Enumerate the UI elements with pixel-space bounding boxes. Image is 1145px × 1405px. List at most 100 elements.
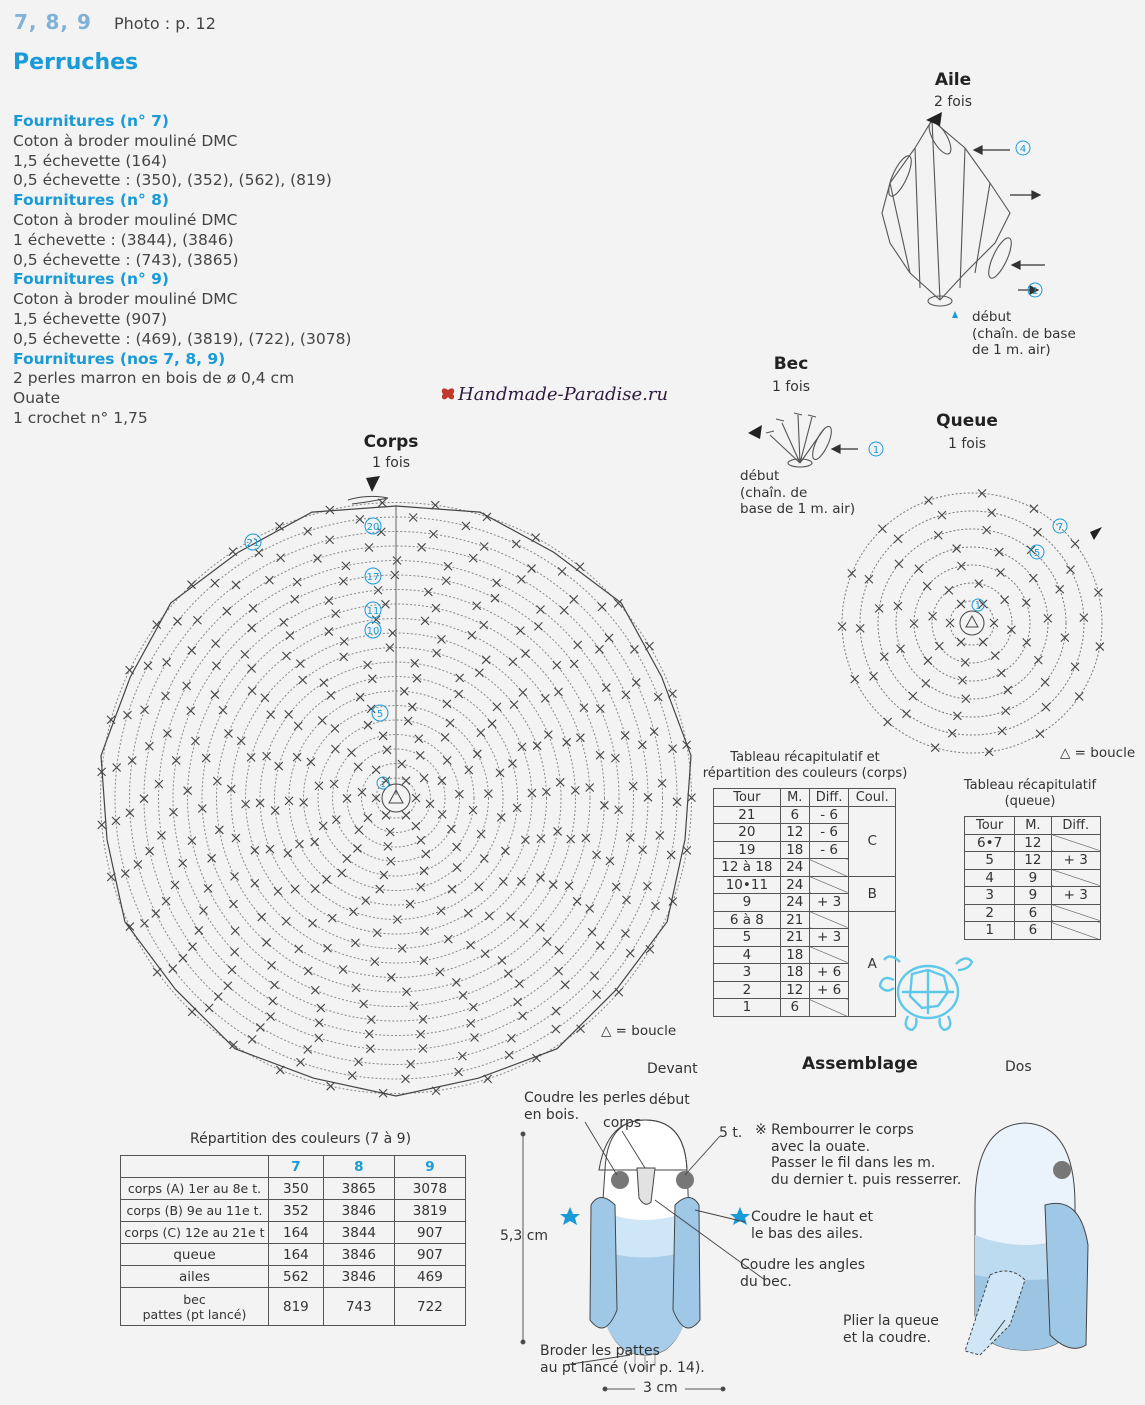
height-dimension: 5,3 cm [500, 1228, 549, 1244]
note-line: Passer le fil dans les m. [771, 1155, 936, 1171]
tail-round-label: 1 [975, 602, 981, 612]
photo-reference: Photo : p. 12 [114, 14, 216, 33]
note-line: début [972, 309, 1012, 325]
color-group-a: A [848, 910, 896, 1017]
supplies-line: 0,5 échevette : (743), (3865) [13, 250, 239, 269]
supplies-line: 0,5 échevette : (350), (352), (562), (81… [13, 171, 332, 190]
butterfly-icon [441, 388, 455, 400]
note-line: au pt lancé (voir p. 14). [540, 1360, 705, 1376]
supplies-line: Ouate [13, 389, 61, 408]
wing-title: Aile [934, 70, 972, 90]
watermark-text: Handmade-Paradise.ru [458, 384, 669, 405]
header-cell: Diff. [1050, 816, 1102, 835]
front-view-illustration [520, 1119, 766, 1392]
caption-line: répartition des couleurs (corps) [702, 766, 908, 781]
body-round-label: 21 [247, 538, 260, 549]
tail-loop-note: △ = boucle [1060, 745, 1136, 761]
note-line: base de 1 m. air) [740, 501, 856, 517]
front-label: Devant [647, 1061, 698, 1077]
body-diagram: 21 20 17 11 10 5 1 [97, 476, 696, 1098]
width-dimension: 3 cm [643, 1380, 678, 1396]
beak-diagram: 1 [748, 412, 884, 468]
note-line: Broder les pattes [540, 1343, 660, 1359]
note-line: avec la ouate. [771, 1138, 871, 1155]
beak-start-note: début (chaîn. de base de 1 m. air) [740, 468, 855, 518]
page-title: Perruches [13, 50, 139, 75]
body-round-label: 1 [380, 780, 385, 789]
wing-start-note: début (chaîn. de base de 1 m. air) [972, 309, 1076, 359]
note-beak: Coudre les angles du bec. [740, 1257, 865, 1291]
note-line: Plier la queue [843, 1313, 939, 1329]
note-stitches: 5 t. [719, 1125, 743, 1141]
note-line: (chaîn. de [740, 484, 808, 501]
body-round-label: 11 [367, 606, 380, 617]
header-cell: Tour [713, 788, 781, 807]
back-label: Dos [1005, 1059, 1032, 1075]
supplies-line: 1,5 échevette (164) [13, 151, 168, 170]
tail-title: Queue [936, 411, 998, 431]
body-round-label: 17 [367, 572, 380, 583]
note-line: du dernier t. puis resserrer. [771, 1171, 962, 1188]
wing-round-label: 1 [1032, 286, 1038, 297]
body-table-caption: Tableau récapitulatif et répartition des… [690, 750, 920, 782]
header-cell: 7 [268, 1155, 324, 1178]
beak-round-label: 1 [873, 445, 879, 456]
caption-line: Tableau récapitulatif [963, 778, 1097, 793]
body-round-label: 20 [367, 522, 380, 533]
header-cell: 8 [322, 1155, 395, 1178]
color-table-caption: Répartition des couleurs (7 à 9) [190, 1131, 412, 1147]
pattern-numbers: 7, 8, 9 [14, 10, 92, 34]
tail-diagram: 7 5 1 [837, 489, 1105, 757]
supplies-line: 2 perles marron en bois de ø 0,4 cm [13, 369, 295, 388]
tail-round-label: 7 [1057, 522, 1063, 533]
beak-title: Bec [773, 354, 809, 374]
note-line: Coudre les perles [524, 1090, 646, 1106]
note-wings: Coudre le haut et le bas des ailes. [751, 1209, 873, 1243]
note-feet: Broder les pattes au pt lancé (voir p. 1… [540, 1343, 705, 1377]
back-view-illustration [964, 1122, 1089, 1356]
supplies-line: 0,5 échevette : (469), (3819), (722), (3… [13, 329, 352, 348]
note-line: Coudre les angles [740, 1257, 865, 1273]
body-loop-note: △ = boucle [601, 1023, 677, 1039]
note-beads: Coudre les perles en bois. [524, 1090, 646, 1124]
supplies-line: Coton à broder mouliné DMC [13, 131, 238, 150]
header-cell: Coul. [848, 788, 896, 807]
header-cell: M. [1014, 816, 1052, 835]
star-icon [730, 1207, 750, 1225]
color-group-c: C [848, 805, 896, 877]
note-stuffing: ※ Rembourrer le corps avec la ouate. Pas… [755, 1122, 961, 1188]
note-line: début [740, 468, 780, 484]
note-line: du bec. [740, 1274, 792, 1290]
star-icon [560, 1207, 580, 1225]
tail-table-caption: Tableau récapitulatif (queue) [955, 778, 1105, 810]
body-round-label: 5 [377, 709, 383, 720]
beak-count: 1 fois [771, 379, 811, 395]
wing-count: 2 fois [933, 94, 973, 110]
supplies-heading-9: Fournitures (n° 9) [13, 270, 169, 289]
body-title: Corps [363, 432, 419, 452]
caption-line: Tableau récapitulatif et [730, 750, 880, 765]
supplies-heading-7: Fournitures (n° 7) [13, 112, 169, 130]
caption-line: (queue) [1004, 794, 1056, 809]
note-line: le bas des ailes. [751, 1226, 864, 1242]
header-cell: Diff. [808, 788, 850, 807]
header-cell: M. [779, 788, 810, 807]
note-line: en bois. [524, 1107, 580, 1123]
supplies-line: Coton à broder mouliné DMC [13, 210, 238, 229]
